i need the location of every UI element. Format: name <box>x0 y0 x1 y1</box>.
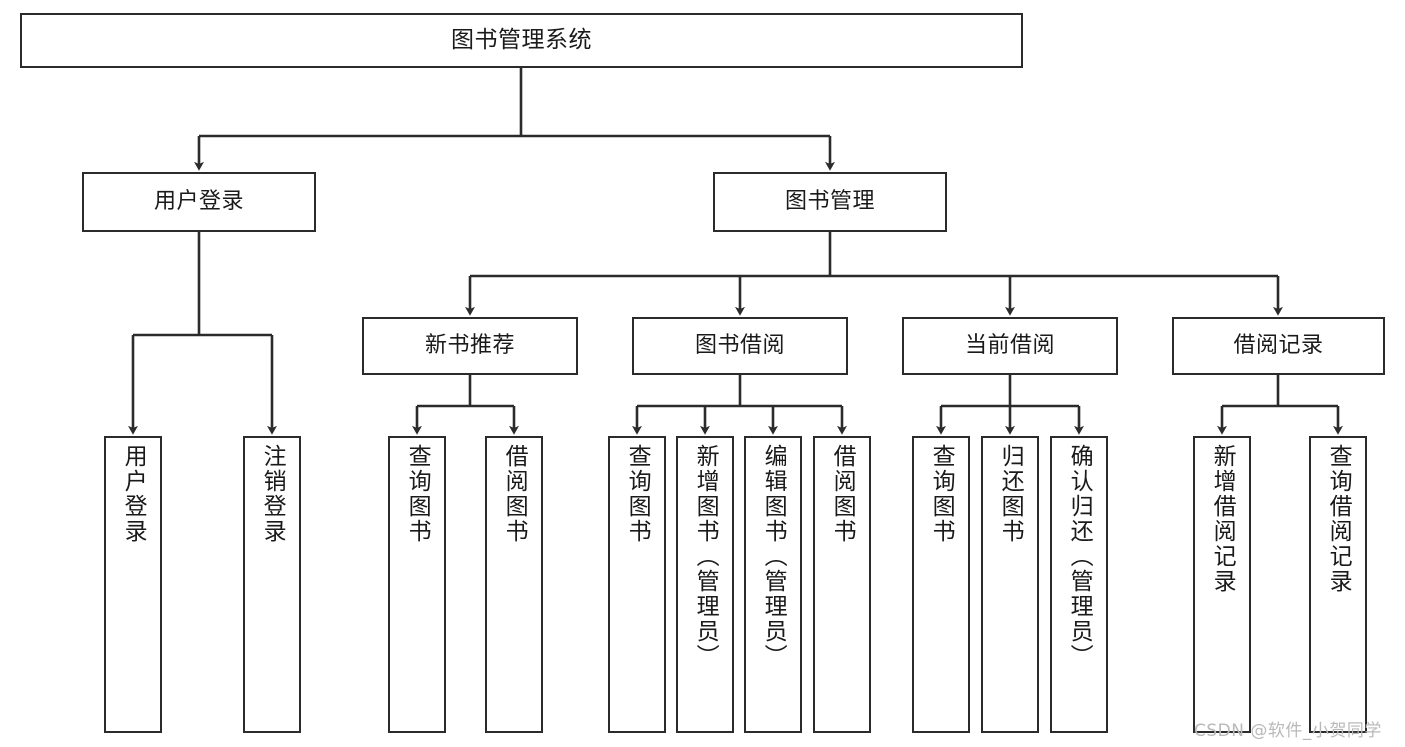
node-leaf-borrow-book-label: 借阅图书 <box>829 444 856 544</box>
node-root[interactable]: 图书管理系统 <box>20 13 1023 68</box>
node-leaf-query-book-recommend[interactable]: 查询图书 <box>388 436 446 733</box>
node-leaf-user-login[interactable]: 用户登录 <box>104 436 162 733</box>
node-current-borrow-label: 当前借阅 <box>964 332 1055 358</box>
node-user-login[interactable]: 用户登录 <box>82 172 316 232</box>
node-leaf-add-borrow-record-label: 新增借阅记录 <box>1209 444 1236 594</box>
node-leaf-logout-label: 注销登录 <box>259 444 286 544</box>
node-leaf-add-borrow-record[interactable]: 新增借阅记录 <box>1193 436 1251 733</box>
node-leaf-confirm-return-admin-label: 确认归还（管理员） <box>1066 444 1093 669</box>
node-leaf-edit-book-admin-label: 编辑图书（管理员） <box>760 444 787 669</box>
node-leaf-add-book-admin-label: 新增图书（管理员） <box>692 444 719 669</box>
node-leaf-user-login-label: 用户登录 <box>120 444 147 544</box>
node-book-borrow[interactable]: 图书借阅 <box>632 317 848 375</box>
node-user-login-label: 用户登录 <box>153 188 244 214</box>
node-leaf-query-book-borrow[interactable]: 查询图书 <box>608 436 666 733</box>
node-leaf-add-book-admin[interactable]: 新增图书（管理员） <box>676 436 734 733</box>
node-leaf-query-book-current[interactable]: 查询图书 <box>912 436 970 733</box>
node-leaf-borrow-book[interactable]: 借阅图书 <box>813 436 871 733</box>
node-new-book-recommend[interactable]: 新书推荐 <box>362 317 578 375</box>
node-leaf-edit-book-admin[interactable]: 编辑图书（管理员） <box>744 436 802 733</box>
node-book-borrow-label: 图书借阅 <box>694 332 785 358</box>
node-current-borrow[interactable]: 当前借阅 <box>902 317 1118 375</box>
node-leaf-query-borrow-record[interactable]: 查询借阅记录 <box>1309 436 1367 733</box>
node-leaf-borrow-book-recommend[interactable]: 借阅图书 <box>485 436 543 733</box>
node-leaf-query-book-recommend-label: 查询图书 <box>404 444 431 544</box>
node-leaf-confirm-return-admin[interactable]: 确认归还（管理员） <box>1050 436 1108 733</box>
node-book-management-label: 图书管理 <box>784 188 875 214</box>
node-borrow-record-label: 借阅记录 <box>1233 332 1324 358</box>
node-leaf-query-book-current-label: 查询图书 <box>928 444 955 544</box>
node-leaf-query-borrow-record-label: 查询借阅记录 <box>1325 444 1352 594</box>
node-leaf-logout[interactable]: 注销登录 <box>243 436 301 733</box>
node-borrow-record[interactable]: 借阅记录 <box>1172 317 1385 375</box>
node-leaf-return-book[interactable]: 归还图书 <box>981 436 1039 733</box>
node-leaf-borrow-book-recommend-label: 借阅图书 <box>501 444 528 544</box>
csdn-watermark: CSDN @软件_小贺同学 <box>1194 721 1382 741</box>
node-book-management[interactable]: 图书管理 <box>713 172 947 232</box>
node-leaf-query-book-borrow-label: 查询图书 <box>624 444 651 544</box>
node-root-label: 图书管理系统 <box>451 26 592 53</box>
node-leaf-return-book-label: 归还图书 <box>997 444 1024 544</box>
node-new-book-recommend-label: 新书推荐 <box>424 332 515 358</box>
